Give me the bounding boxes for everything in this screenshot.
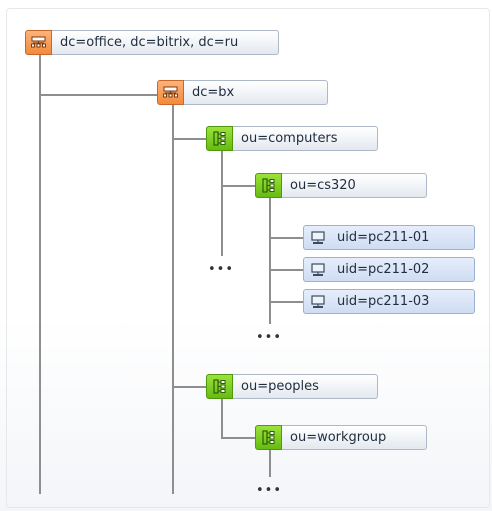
- connector-line: [269, 269, 303, 271]
- connector-line: [269, 450, 271, 477]
- tree-node-label: ou=peoples: [233, 374, 378, 399]
- diagram-frame: [6, 8, 490, 508]
- more-ellipsis: •••: [208, 262, 235, 277]
- connector-line: [39, 94, 157, 96]
- connector-line: [221, 185, 255, 187]
- more-ellipsis: •••: [256, 483, 283, 498]
- org-unit-icon: [206, 126, 233, 151]
- connector-line: [172, 138, 206, 140]
- tree-node-pc211-02[interactable]: uid=pc211-02: [303, 257, 475, 282]
- connector-line: [221, 437, 255, 439]
- tree-node-label: uid=pc211-02: [337, 262, 430, 277]
- more-ellipsis: •••: [256, 330, 283, 345]
- tree-node-label: ou=computers: [233, 126, 378, 151]
- tree-node-label: uid=pc211-01: [337, 230, 430, 245]
- tree-node-label: ou=workgroup: [282, 425, 427, 450]
- org-unit-icon: [255, 425, 282, 450]
- tree-node-root[interactable]: dc=office, dc=bitrix, dc=ru: [25, 30, 279, 55]
- tree-node-label: uid=pc211-03: [337, 294, 430, 309]
- tree-node-label: dc=office, dc=bitrix, dc=ru: [52, 30, 279, 55]
- tree-node-label: ou=cs320: [282, 173, 427, 198]
- domain-icon: [25, 30, 52, 55]
- connector-line: [269, 198, 271, 324]
- connector-line: [221, 150, 223, 256]
- tree-node-computers[interactable]: ou=computers: [206, 126, 378, 151]
- org-unit-icon: [206, 374, 233, 399]
- tree-node-cs320[interactable]: ou=cs320: [255, 173, 427, 198]
- computer-icon: [304, 226, 331, 249]
- tree-node-label: dc=bx: [184, 80, 328, 105]
- connector-line: [221, 398, 223, 438]
- connector-line: [172, 104, 174, 494]
- connector-line: [172, 386, 206, 388]
- computer-icon: [304, 290, 331, 313]
- tree-node-peoples[interactable]: ou=peoples: [206, 374, 378, 399]
- tree-node-workgroup[interactable]: ou=workgroup: [255, 425, 427, 450]
- computer-icon: [304, 258, 331, 281]
- tree-node-bx[interactable]: dc=bx: [157, 80, 328, 105]
- tree-node-pc211-01[interactable]: uid=pc211-01: [303, 225, 475, 250]
- tree-node-pc211-03[interactable]: uid=pc211-03: [303, 289, 475, 314]
- connector-line: [269, 237, 303, 239]
- connector-line: [269, 301, 303, 303]
- org-unit-icon: [255, 173, 282, 198]
- connector-line: [39, 53, 41, 494]
- domain-icon: [157, 80, 184, 105]
